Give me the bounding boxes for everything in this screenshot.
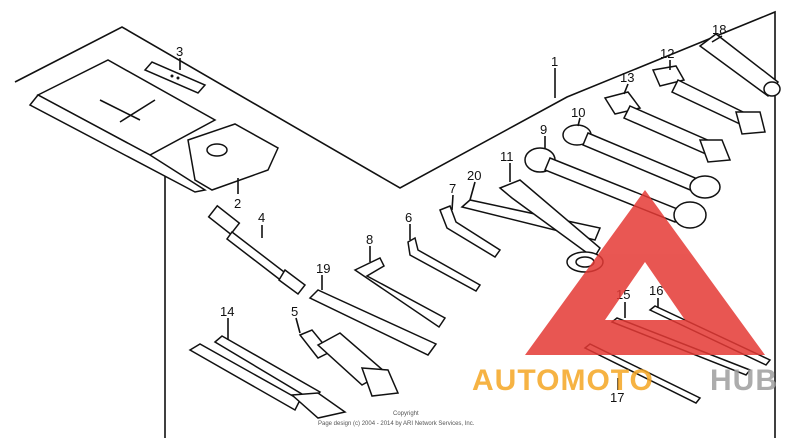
leader-lines [179,35,723,390]
callout-4: 4 [258,210,265,225]
callout-10: 10 [571,105,585,120]
tool-bag [28,59,279,193]
callout-13: 13 [620,70,634,85]
warning-triangle-icon [525,190,765,355]
watermark-logo: AUTOMOTO HUB [472,190,778,397]
callout-1: 1 [551,54,558,69]
pliers [188,335,347,419]
callout-18: 18 [712,22,726,37]
copyright-line-1: Copyright [393,411,419,417]
handle-bar [308,289,438,356]
callout-9: 9 [540,122,547,137]
open-end-wrench-12 [651,65,766,135]
callout-3: 3 [176,44,183,59]
callout-16: 16 [649,283,663,298]
callout-12: 12 [660,46,674,61]
copyright-line-2: Page design (c) 2004 - 2014 by ARI Netwo… [318,421,475,427]
watermark-text-gray: HUB [710,364,778,397]
callout-20: 20 [467,168,481,183]
extension-bar [207,204,307,296]
callout-6: 6 [405,210,412,225]
hex-key-7 [439,205,502,259]
spark-plug-wrench [298,329,400,397]
open-end-wrench-13 [603,91,732,163]
callout-5: 5 [291,304,298,319]
callout-19: 19 [316,261,330,276]
socket-18 [698,33,781,98]
callout-14: 14 [220,304,234,319]
callout-2: 2 [234,196,241,211]
tool-tag [143,61,207,94]
callout-11: 11 [500,149,514,164]
callout-8: 8 [366,232,373,247]
callout-7: 7 [449,181,456,196]
callout-17: 17 [610,390,624,405]
combination-wrench-10 [562,124,721,199]
watermark-text-orange: AUTOMOTO [472,364,654,397]
hex-key-6 [407,236,482,292]
callout-labels: 1 2 3 4 5 6 7 8 9 10 11 12 13 14 15 16 1… [176,22,726,405]
hex-key-8 [353,257,447,329]
